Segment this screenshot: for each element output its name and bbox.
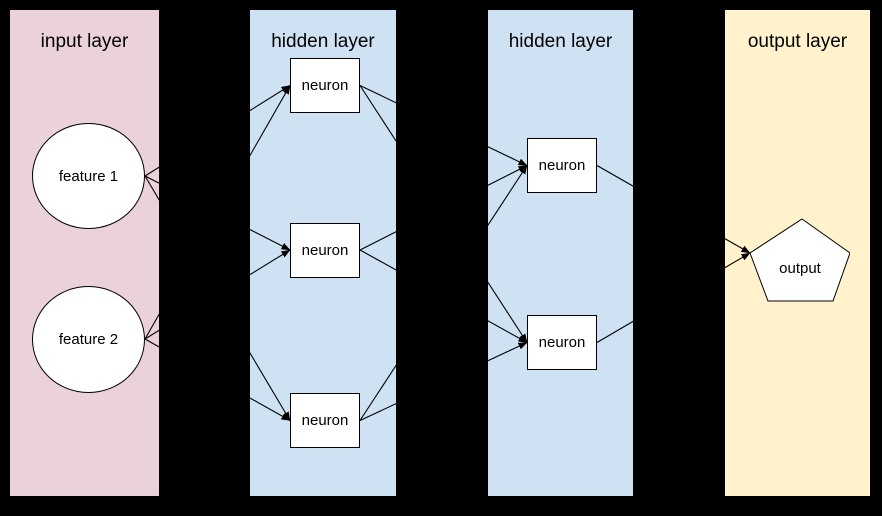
- hidden-layer-2-panel: hidden layer: [488, 10, 633, 496]
- node-output-label: output: [779, 260, 821, 277]
- node-hidden1-neuron-2: neuron: [290, 223, 360, 278]
- node-feature-1-label: feature 1: [58, 167, 119, 185]
- pentagon-shape: [750, 218, 850, 302]
- input-layer-panel: input layer: [10, 10, 159, 496]
- hidden-layer-1-title: hidden layer: [271, 31, 375, 52]
- hidden-layer-2-title: hidden layer: [508, 31, 613, 52]
- node-hidden1-neuron-2-label: neuron: [301, 242, 349, 259]
- node-hidden2-neuron-1-label: neuron: [538, 157, 586, 174]
- node-hidden2-neuron-2-label: neuron: [538, 334, 586, 351]
- node-feature-2-label: feature 2: [58, 331, 119, 348]
- node-hidden1-neuron-3: neuron: [290, 393, 360, 448]
- output-layer-title: output layer: [747, 31, 848, 52]
- input-layer-title: input layer: [40, 31, 129, 52]
- node-hidden1-neuron-1: neuron: [290, 58, 360, 113]
- node-hidden1-neuron-3-label: neuron: [301, 412, 349, 429]
- node-output: output: [750, 216, 850, 302]
- node-hidden1-neuron-1-label: neuron: [301, 77, 349, 94]
- node-hidden2-neuron-2: neuron: [527, 315, 597, 370]
- node-hidden2-neuron-1: neuron: [527, 138, 597, 193]
- node-feature-1: feature 1: [32, 123, 145, 229]
- node-feature-2: feature 2: [32, 286, 145, 393]
